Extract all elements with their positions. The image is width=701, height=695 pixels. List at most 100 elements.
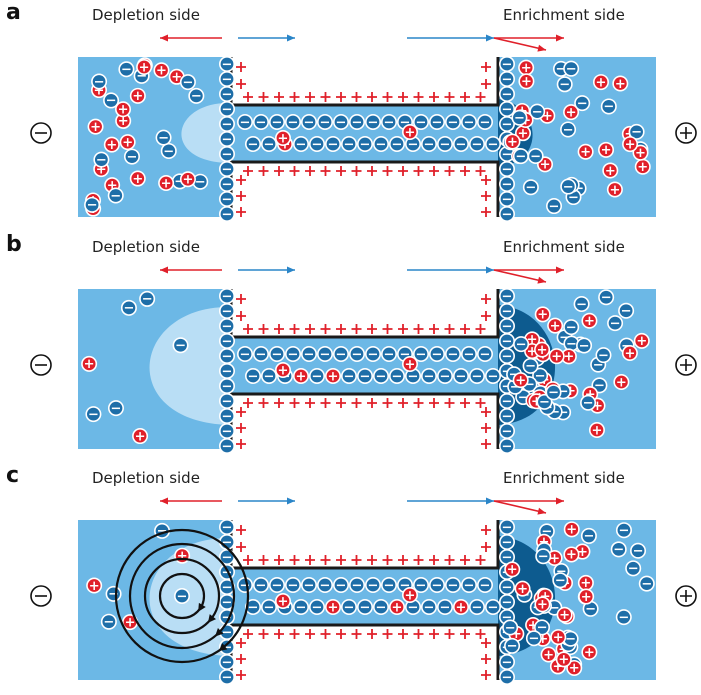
svg-text:−: − — [502, 610, 513, 625]
svg-text:+: + — [118, 114, 129, 129]
cation: + — [563, 104, 580, 120]
surface-charge-plus — [460, 166, 470, 176]
anion: − — [420, 136, 437, 152]
anion: − — [522, 179, 539, 196]
svg-text:−: − — [222, 439, 233, 454]
svg-text:−: − — [336, 115, 347, 130]
anion: − — [504, 637, 521, 654]
svg-text:−: − — [288, 578, 299, 593]
anode-plus — [680, 359, 692, 371]
svg-text:+: + — [278, 594, 289, 609]
svg-text:−: − — [514, 111, 525, 126]
svg-text:−: − — [516, 337, 527, 352]
anion: − — [219, 191, 236, 207]
anion: − — [628, 123, 645, 140]
counterion-flux-arrow-head — [556, 34, 564, 42]
svg-text:+: + — [90, 120, 101, 135]
surface-charge-plus — [367, 166, 377, 176]
svg-text:−: − — [222, 87, 233, 102]
depletion-side-label: Depletion side — [92, 6, 200, 24]
svg-text:−: − — [502, 162, 513, 177]
surface-charge-plus — [460, 629, 470, 639]
svg-text:−: − — [502, 409, 513, 424]
svg-text:−: − — [222, 132, 233, 147]
surface-charge-plus — [444, 166, 455, 176]
anion: − — [219, 206, 236, 222]
anion: − — [607, 315, 624, 331]
svg-text:−: − — [628, 562, 639, 577]
surface-charge-plus — [429, 398, 439, 408]
anion: − — [219, 303, 236, 319]
surface-charge-plus — [258, 92, 269, 102]
cation: + — [274, 362, 291, 378]
svg-text:−: − — [368, 115, 379, 130]
anion: − — [452, 136, 469, 152]
anion: − — [529, 103, 546, 120]
panel-b: b Depletion side Enrichment side −−−−−−−… — [0, 232, 701, 464]
anion: − — [625, 560, 642, 577]
svg-text:−: − — [272, 347, 283, 362]
cation: + — [115, 101, 132, 118]
svg-text:−: − — [524, 377, 535, 392]
anion: − — [535, 548, 552, 565]
svg-text:−: − — [556, 62, 567, 77]
svg-text:−: − — [502, 304, 513, 319]
svg-text:−: − — [555, 574, 566, 589]
anion: − — [420, 368, 437, 384]
anion: − — [498, 161, 515, 177]
svg-text:−: − — [566, 62, 577, 77]
anion: − — [498, 191, 515, 207]
surface-charge-plus — [481, 439, 491, 449]
svg-text:−: − — [502, 117, 513, 132]
svg-text:−: − — [502, 550, 513, 565]
flow-arrow-head — [486, 497, 494, 505]
anion: − — [618, 302, 635, 319]
svg-text:−: − — [264, 600, 275, 615]
anion: − — [179, 74, 196, 90]
anion: − — [107, 400, 124, 416]
svg-text:−: − — [336, 347, 347, 362]
surface-charge-plus — [481, 79, 491, 89]
svg-text:−: − — [304, 115, 315, 130]
anion: − — [610, 541, 627, 558]
svg-text:+: + — [584, 645, 595, 660]
svg-text:+: + — [517, 582, 528, 597]
surface-charge-plus — [429, 555, 439, 565]
svg-text:−: − — [222, 424, 233, 439]
svg-text:−: − — [502, 102, 513, 117]
svg-text:+: + — [456, 600, 467, 615]
cation: + — [578, 588, 595, 605]
svg-text:−: − — [416, 347, 427, 362]
svg-text:+: + — [552, 660, 563, 675]
surface-charge-plus — [481, 191, 491, 201]
svg-text:−: − — [288, 115, 299, 130]
svg-text:−: − — [502, 177, 513, 192]
surface-charge-plus — [236, 638, 246, 648]
anion: − — [498, 654, 515, 670]
svg-text:−: − — [88, 407, 99, 422]
anion: − — [560, 121, 577, 138]
anion: − — [615, 522, 632, 539]
svg-text:−: − — [618, 610, 629, 625]
svg-text:−: − — [222, 57, 233, 72]
surface-charge-plus — [274, 92, 284, 102]
cation: + — [622, 136, 639, 152]
anion: − — [219, 423, 236, 439]
anion: − — [484, 599, 501, 615]
cation: + — [514, 580, 531, 597]
svg-text:−: − — [312, 369, 323, 384]
cation: + — [633, 332, 650, 349]
anion: − — [563, 319, 580, 335]
surface-charge-plus — [367, 629, 377, 639]
svg-text:−: − — [222, 162, 233, 177]
anion: − — [468, 599, 485, 615]
svg-text:−: − — [558, 385, 569, 400]
svg-text:−: − — [296, 600, 307, 615]
anion: − — [582, 600, 599, 617]
anion: − — [160, 142, 177, 159]
surface-charge-plus — [475, 92, 486, 102]
anion: − — [563, 60, 580, 77]
nanochannel-diagram: −−−−−−−−−−−−−−−−−−−−−−−−−−−−−+−−−+−−−−−−… — [30, 266, 697, 454]
cation: + — [534, 306, 551, 323]
svg-text:−: − — [502, 655, 513, 670]
